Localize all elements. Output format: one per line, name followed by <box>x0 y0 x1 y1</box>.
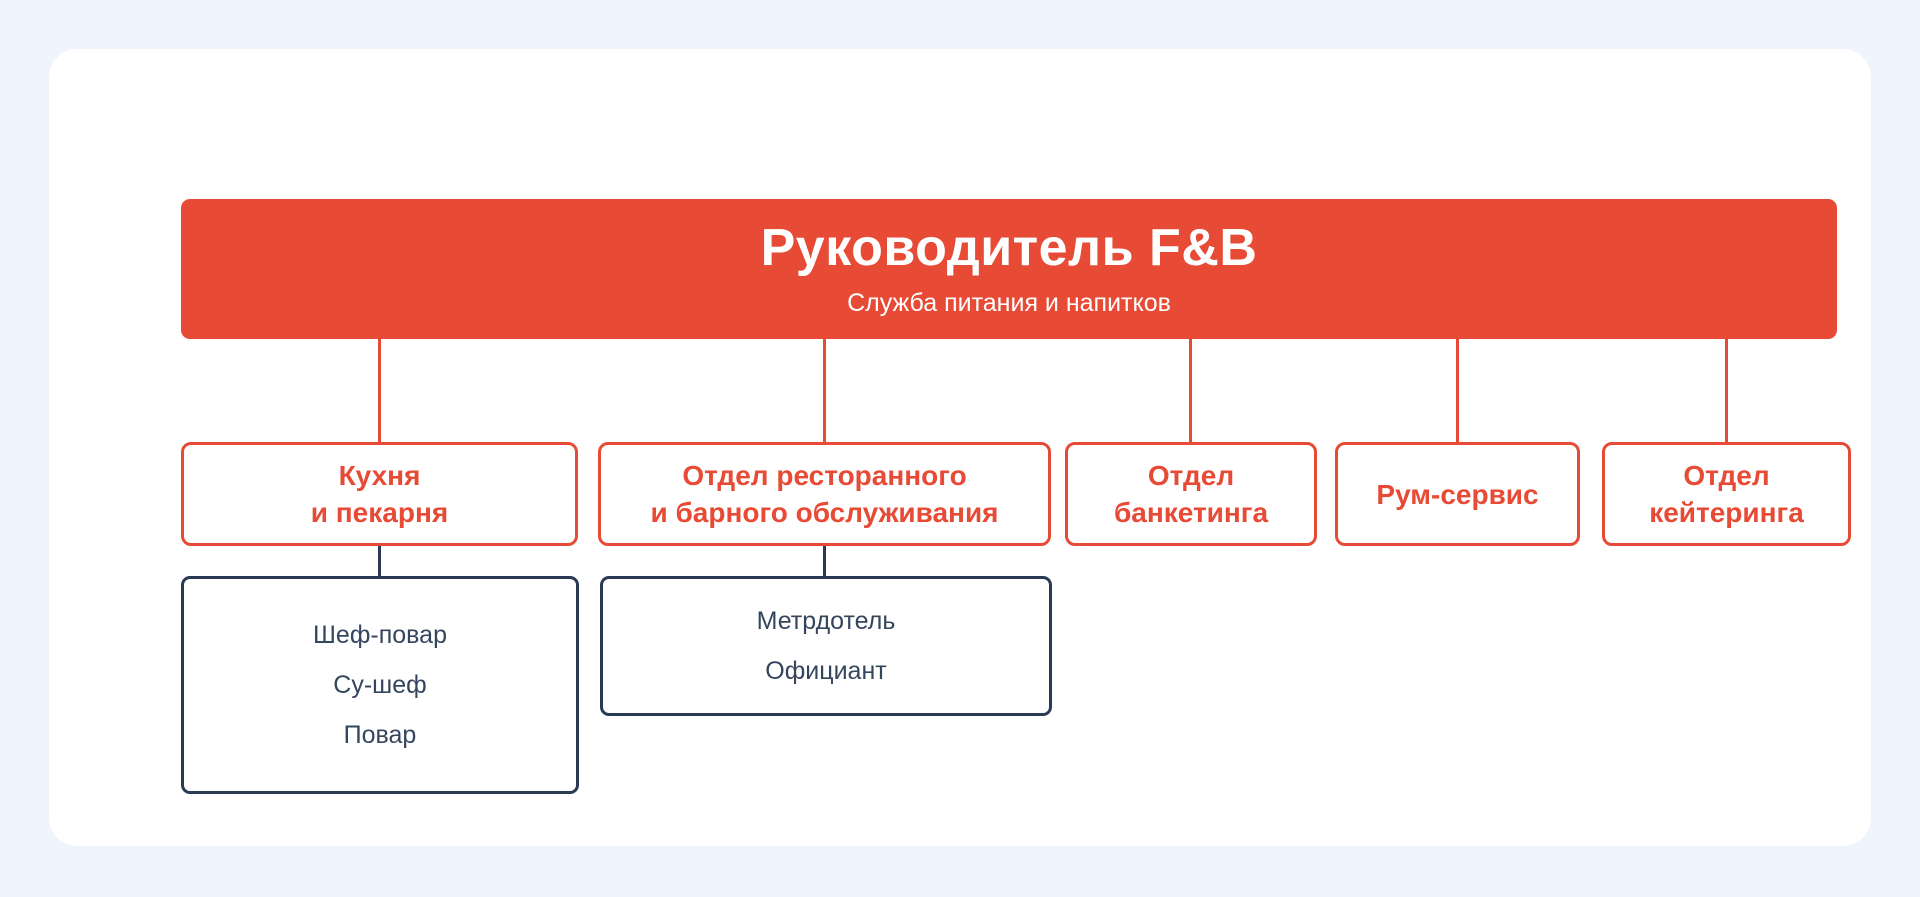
root-node-title: Руководитель F&B <box>760 218 1258 277</box>
department-title: Отдел ресторанного и барного обслуживани… <box>650 460 999 528</box>
department-title: Отдел кейтеринга <box>1649 460 1804 528</box>
root-node-subtitle: Служба питания и напитков <box>847 289 1171 318</box>
role-item: Повар <box>343 721 417 749</box>
connector-restaurant-to-roles <box>823 546 826 579</box>
department-title: Кухня и пекарня <box>310 460 449 528</box>
node-restaurant-bar-service: Отдел ресторанного и барного обслуживани… <box>598 442 1051 546</box>
connector-root-to-kitchen <box>378 339 381 445</box>
connector-kitchen-to-roles <box>378 546 381 579</box>
role-item: Шеф-повар <box>313 621 447 649</box>
node-room-service: Рум-сервис <box>1335 442 1580 546</box>
node-banqueting: Отдел банкетинга <box>1065 442 1317 546</box>
role-item: Официант <box>765 657 887 685</box>
department-title: Отдел банкетинга <box>1113 460 1269 528</box>
org-chart-card: Руководитель F&B Служба питания и напитк… <box>49 49 1871 846</box>
connector-root-to-catering <box>1725 339 1728 445</box>
department-title: Рум-сервис <box>1376 478 1539 510</box>
node-catering: Отдел кейтеринга <box>1602 442 1851 546</box>
connector-root-to-banqueting <box>1189 339 1192 445</box>
connector-root-to-room-service <box>1456 339 1459 445</box>
node-fb-manager: Руководитель F&B Служба питания и напитк… <box>181 199 1837 339</box>
node-kitchen-bakery: Кухня и пекарня <box>181 442 578 546</box>
connector-root-to-restaurant <box>823 339 826 445</box>
role-item: Су-шеф <box>333 671 427 699</box>
role-item: Метрдотель <box>756 607 896 635</box>
node-restaurant-roles: Метрдотель Официант <box>600 576 1052 716</box>
node-kitchen-roles: Шеф-повар Су-шеф Повар <box>181 576 579 794</box>
